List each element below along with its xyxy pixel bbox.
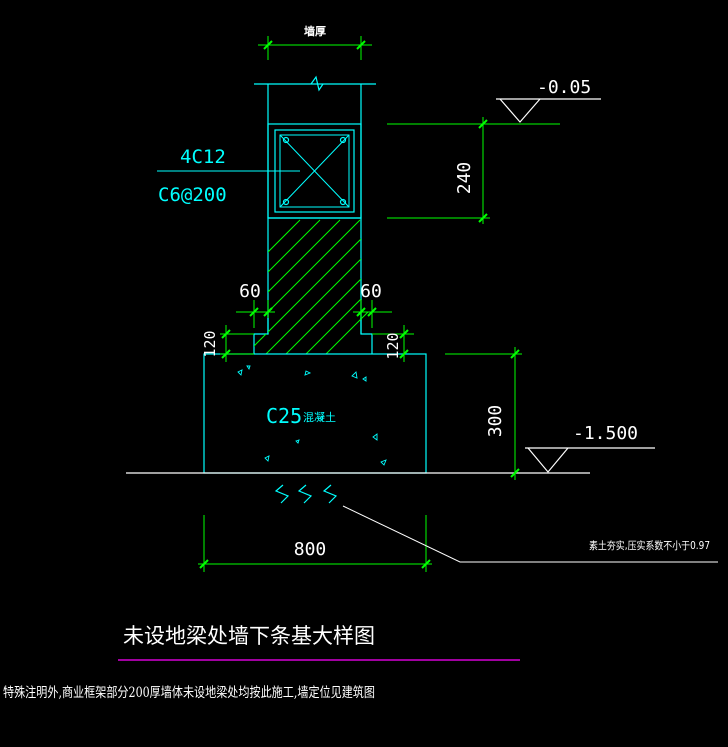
rebar-dot bbox=[339, 198, 347, 206]
footnote: 特殊注明外,商业框架部分200厚墙体未设地梁处均按此施工,墙定位见建筑图 bbox=[3, 685, 375, 701]
level-bottom-label: -1.500 bbox=[573, 423, 638, 444]
rebar-dot bbox=[339, 136, 347, 144]
concrete-word-label: 混凝土 bbox=[303, 410, 336, 424]
dim-120-right-label: 120 bbox=[384, 332, 402, 359]
dimension-lines bbox=[198, 36, 560, 572]
rebar-dot bbox=[282, 136, 290, 144]
wall-thickness-label: 墙厚 bbox=[304, 24, 326, 38]
dim-60-right-label: 60 bbox=[360, 281, 382, 302]
dim-300-label: 300 bbox=[485, 405, 506, 438]
wall-section bbox=[254, 75, 376, 334]
level-top-label: -0.05 bbox=[537, 77, 591, 98]
dim-120-left-label: 120 bbox=[201, 330, 219, 357]
dim-240-label: 240 bbox=[454, 162, 475, 195]
rebar-stirrup-label: C6@200 bbox=[158, 184, 227, 206]
rebar-main-label: 4C12 bbox=[180, 146, 226, 168]
compacted-soil-symbol bbox=[274, 484, 338, 504]
soil-leader bbox=[342, 505, 718, 563]
concrete-grade-label: C25 bbox=[266, 404, 302, 428]
dim-60-left-label: 60 bbox=[239, 281, 261, 302]
drawing-title: 未设地梁处墙下条基大样图 bbox=[123, 624, 375, 648]
wall-footing-neck bbox=[253, 217, 373, 354]
level-marker-bottom bbox=[525, 447, 655, 473]
dim-800-label: 800 bbox=[294, 539, 327, 560]
rebar-dot bbox=[282, 198, 290, 206]
concrete-aggregate bbox=[237, 365, 387, 466]
level-marker-top bbox=[496, 98, 601, 123]
soil-note-label: 素土夯实,压实系数不小于0.97 bbox=[589, 539, 710, 552]
